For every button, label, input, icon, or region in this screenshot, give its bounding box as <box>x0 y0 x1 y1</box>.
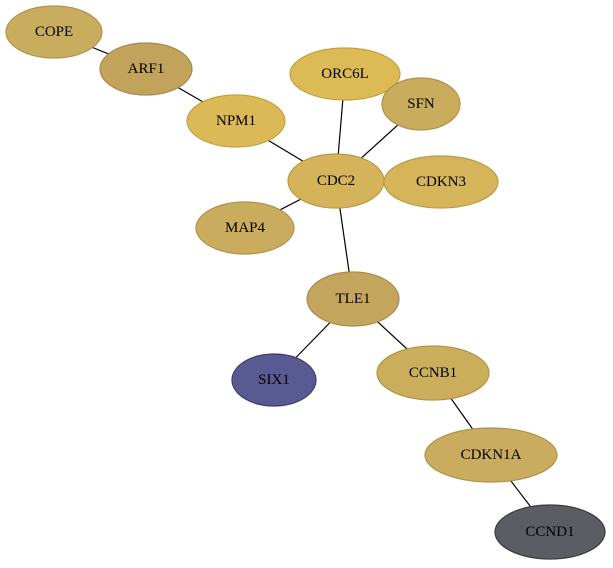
node-ccnb1[interactable]: CCNB1 <box>376 345 490 401</box>
node-orc6l[interactable]: ORC6L <box>289 47 401 101</box>
node-label-cdkn1a: CDKN1A <box>461 447 522 463</box>
node-label-map4: MAP4 <box>225 220 266 236</box>
node-label-npm1: NPM1 <box>216 113 256 129</box>
node-shape-cdkn1a <box>424 427 558 483</box>
node-label-orc6l: ORC6L <box>321 66 369 82</box>
node-shape-map4 <box>195 201 295 255</box>
node-shape-orc6l <box>289 47 401 101</box>
node-label-tle1: TLE1 <box>336 291 371 307</box>
node-label-cdkn3: CDKN3 <box>416 174 466 190</box>
node-cdc2[interactable]: CDC2 <box>287 153 385 209</box>
node-label-ccnd1: CCND1 <box>525 524 574 540</box>
node-label-cope: COPE <box>35 24 73 40</box>
node-cdkn1a[interactable]: CDKN1A <box>424 427 558 483</box>
node-arf1[interactable]: ARF1 <box>99 42 193 96</box>
node-npm1[interactable]: NPM1 <box>186 94 286 148</box>
node-tle1[interactable]: TLE1 <box>306 271 400 327</box>
node-shape-cope <box>5 5 103 59</box>
node-shape-cdkn3 <box>383 155 499 209</box>
node-ccnd1[interactable]: CCND1 <box>494 504 606 560</box>
node-shape-sfn <box>381 77 461 131</box>
node-shape-arf1 <box>99 42 193 96</box>
node-label-six1: SIX1 <box>258 372 290 388</box>
node-shape-ccnb1 <box>376 345 490 401</box>
node-cdkn3[interactable]: CDKN3 <box>383 155 499 209</box>
node-label-cdc2: CDC2 <box>317 173 355 189</box>
node-label-arf1: ARF1 <box>128 61 165 77</box>
node-label-ccnb1: CCNB1 <box>409 365 457 381</box>
node-shape-ccnd1 <box>494 504 606 560</box>
node-map4[interactable]: MAP4 <box>195 201 295 255</box>
node-shape-tle1 <box>306 271 400 327</box>
node-cope[interactable]: COPE <box>5 5 103 59</box>
node-shape-npm1 <box>186 94 286 148</box>
node-label-sfn: SFN <box>407 96 435 112</box>
node-sfn[interactable]: SFN <box>381 77 461 131</box>
node-six1[interactable]: SIX1 <box>231 353 317 407</box>
node-shape-six1 <box>231 353 317 407</box>
